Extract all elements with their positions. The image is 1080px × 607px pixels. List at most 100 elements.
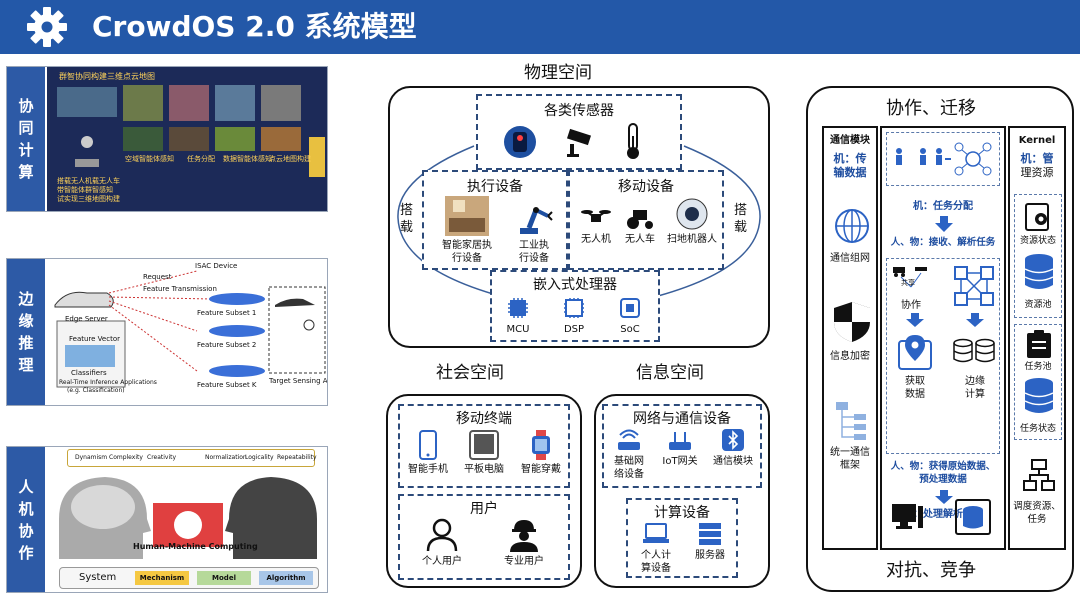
cooperate-label: 协作 [901, 300, 921, 311]
gear-doc-icon [1025, 203, 1049, 231]
manage-resource-text: 机：管 理资源 [1020, 152, 1054, 179]
edge-label: 边 缘 推 理 [7, 259, 45, 405]
mount-arcs [397, 145, 761, 297]
embedded-title: 嵌入式处理器 [533, 277, 617, 293]
network-title: 网络与通信设备 [633, 411, 731, 427]
actuators-title: 执行设备 [467, 179, 523, 195]
router-icon [618, 429, 640, 450]
security-camera-icon [566, 128, 592, 157]
server-item: 服务器 [684, 522, 736, 562]
share-network-figure [886, 132, 1000, 186]
smartphone-item: 智能手机 [402, 430, 454, 476]
obtain-preprocess-text: 人、物：获得原始数据、 预处理数据 [890, 461, 996, 485]
edge-compute-label: 边缘 计算 [965, 376, 985, 400]
header-bar: CrowdOS 2.0 系统模型 [0, 0, 1080, 54]
actuators-box: 执行设备 智能家居执 行设备 工业执 行设备 [422, 170, 568, 270]
collab-edge-figure: 共享 协作 获取 数据 [886, 258, 1000, 454]
hmc-figure: Dynamism Complexity Creativity Normaliza… [47, 447, 327, 592]
map-pin-icon [898, 335, 932, 370]
edge-figure: ISAC Device Request Feature Transmission… [47, 259, 327, 405]
mobile-devices-title: 移动设备 [618, 179, 674, 195]
mobile-terminals-box: 移动终端 智能手机 平板电脑 智能穿戴 [398, 404, 570, 488]
soc-chip-icon [620, 298, 640, 318]
lidar-sensor-icon [504, 126, 536, 158]
users-title: 用户 [470, 501, 498, 517]
hmc-center-label: Human-Machine Computing [133, 542, 258, 551]
compute-title: 计算设备 [654, 505, 710, 521]
embedded-processors-box: 嵌入式处理器 MCU DSP SoC [490, 270, 660, 342]
comm-module-item: 通信模块 [704, 428, 762, 468]
process-results-text: 机：处理解析数据 [903, 509, 983, 520]
arrow-down-icon [935, 490, 953, 504]
smartphone-icon [419, 430, 437, 460]
mount-label-left: 搭 载 [400, 203, 414, 235]
info-space-title: 信息空间 [636, 363, 704, 383]
mobile-terminals-title: 移动终端 [456, 411, 512, 427]
wearable-item: 智能穿戴 [514, 430, 568, 476]
framework-tree-icon [836, 402, 866, 440]
task-flow-column: 机：任务分配 人、物：接收、解析任务 共享 协作 [880, 126, 1006, 550]
unified-framework-label: 统一通信 框架 [830, 447, 870, 471]
mcu-item: MCU [498, 296, 538, 336]
mcu-chip-icon [508, 298, 528, 318]
hmc-label: 人 机 协 作 [7, 447, 45, 592]
point-cloud-illustration [57, 85, 325, 177]
smartwatch-icon [532, 430, 550, 460]
map-title: 群智协同构建三维点云地图 [59, 72, 155, 81]
compute-devices-box: 计算设备 个人计 算设备 服务器 [626, 498, 738, 578]
thermometer-icon [627, 123, 639, 159]
vehicle-drone-icon [893, 267, 927, 288]
arrow-down-icon [906, 313, 924, 327]
resource-status-label: 资源状态 [1019, 236, 1056, 246]
iot-gateway-item: IoT网关 [656, 428, 704, 468]
personal-user-item: 个人用户 [412, 518, 472, 568]
kernel-column: Kernel 机：管 理资源 资源状态 资源池 [1008, 126, 1066, 550]
tablet-icon [469, 430, 499, 460]
network-globe-icon [835, 209, 869, 243]
info-space-box: 网络与通信设备 基础网 络设备 IoT网关 通信模块 计算设备 [594, 394, 770, 588]
drone-icon [581, 210, 611, 222]
unmanned-vehicle-item: 无人车 [618, 206, 662, 246]
task-assign-text: 机：任务分配 [913, 201, 973, 212]
share-label: 共享 [901, 279, 915, 287]
human-machine-heads [59, 477, 317, 559]
server-database-icon [955, 499, 991, 535]
server-icon [699, 523, 721, 545]
tablet-item: 平板电脑 [458, 430, 510, 476]
robot-vacuum-item: 扫地机器人 [662, 198, 722, 246]
arrow-down-icon [966, 313, 984, 327]
dsp-chip-icon [564, 298, 584, 318]
dsp-item: DSP [554, 296, 594, 336]
receive-parse-text: 人、物：接收、解析任务 [890, 237, 996, 248]
info-encrypt-label: 信息加密 [830, 351, 870, 362]
smart-home-actuator: 智能家居执 行设备 [432, 196, 502, 265]
desktop-icon [892, 504, 923, 529]
personal-computer-item: 个人计 算设备 [630, 522, 682, 575]
edge-mesh-icon [954, 266, 994, 306]
task-group: 任务池 任务状态 [1014, 324, 1062, 440]
resource-pool-label: 资源池 [1024, 300, 1052, 310]
coop-computing-panel: 协 同 计 算 群智协同构建三维点云地图 空域智能体感知 任务分配 数据智能体感… [6, 66, 328, 212]
clipboard-icon [1027, 330, 1051, 358]
robot-arm-icon [520, 207, 553, 234]
social-space-box: 移动终端 智能手机 平板电脑 智能穿戴 用户 [386, 394, 582, 588]
adversarial-compete-title: 对抗、竞争 [886, 560, 976, 581]
bluetooth-icon [722, 429, 744, 451]
schedule-hierarchy-icon [1023, 459, 1055, 491]
task-pool-label: 任务池 [1024, 362, 1052, 372]
edge-inference-illustration [54, 270, 326, 388]
robot-vacuum-icon [676, 198, 708, 230]
comm-module-title: 通信模块 [830, 135, 870, 146]
iot-gateway-icon [669, 432, 691, 450]
physical-space-box: 搭 载 搭 载 各类传感器 执行设备 [388, 86, 770, 348]
schedule-label: 调度资源、 任务 [1013, 501, 1061, 525]
industrial-actuator: 工业执 行设备 [504, 196, 564, 265]
resource-group: 资源状态 资源池 [1014, 194, 1062, 318]
task-status-label: 任务状态 [1019, 424, 1056, 434]
network-devices-box: 网络与通信设备 基础网 络设备 IoT网关 通信模块 [602, 404, 762, 488]
coop-map-figure: 群智协同构建三维点云地图 空域智能体感知 任务分配 数据智能体感知 点云地图构建… [47, 67, 327, 211]
resource-db-icon [1024, 254, 1054, 289]
social-space-title: 社会空间 [436, 363, 504, 383]
machine-transfer-text: 机：传 输数据 [833, 152, 867, 179]
comm-module-column: 通信模块 机：传 输数据 通信组网 信息加密 统一通信 框架 [822, 126, 878, 550]
